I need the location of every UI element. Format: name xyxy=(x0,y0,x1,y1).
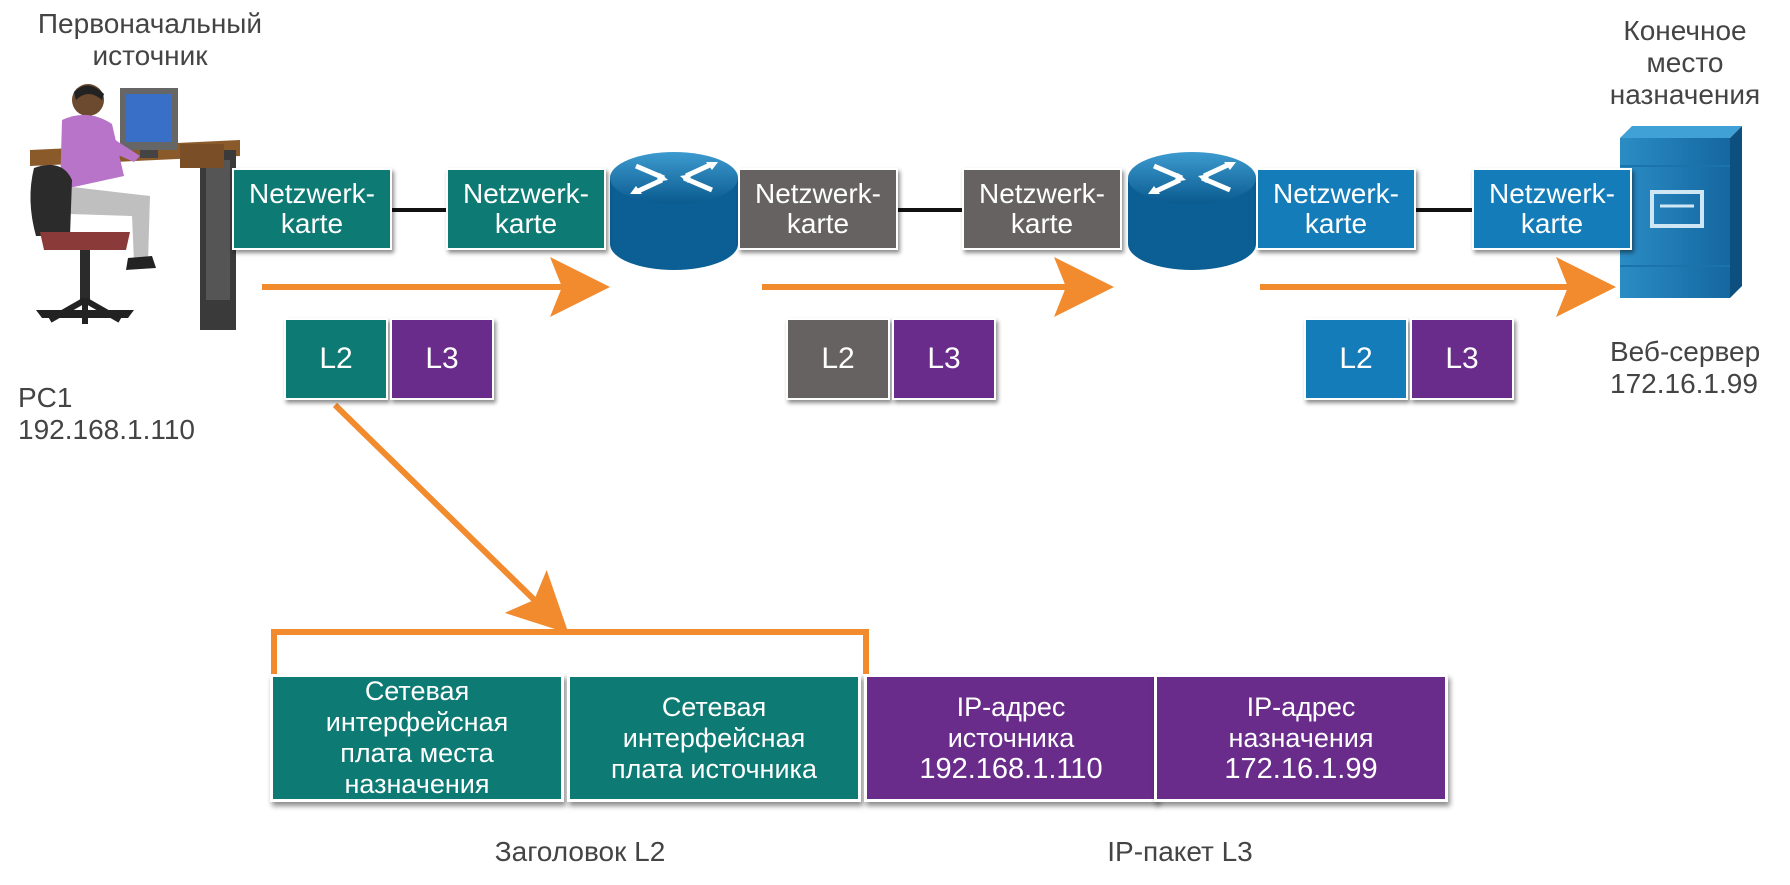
segment3-l3-tag: L3 xyxy=(1410,318,1514,400)
segment2-l3-tag: L3 xyxy=(892,318,996,400)
pc-name: PC1 xyxy=(18,382,73,413)
pc-user-icon xyxy=(30,84,240,330)
server-label: Веб-сервер 172.16.1.99 xyxy=(1610,336,1760,400)
nic-router2-in: Netzwerk-karte xyxy=(962,168,1122,250)
l2-header-bracket xyxy=(271,629,869,674)
pc-label: PC1 192.168.1.110 xyxy=(18,382,195,446)
nic-server: Netzwerk-karte xyxy=(1472,168,1632,250)
frame-source-nic: Сетевая интерфейсная плата источника xyxy=(567,674,861,802)
nic-router2-out: Netzwerk-karte xyxy=(1256,168,1416,250)
server-name: Веб-сервер xyxy=(1610,336,1761,367)
segment1-l2-tag: L2 xyxy=(284,318,388,400)
frame-dest-nic: Сетевая интерфейсная плата места назначе… xyxy=(270,674,564,802)
pc-ip: 192.168.1.110 xyxy=(18,414,195,445)
nic-pc: Netzwerk-karte xyxy=(232,168,392,250)
destination-title: Конечное место назначения xyxy=(1609,15,1761,110)
source-title: Первоначальный источник xyxy=(37,8,263,71)
server-icon xyxy=(1620,126,1742,298)
frame-dest-ip: IP-адрес назначения 172.16.1.99 xyxy=(1154,674,1448,802)
frame-source-ip: IP-адрес источника 192.168.1.110 xyxy=(864,674,1158,802)
l2-header-caption: Заголовок L2 xyxy=(494,836,666,867)
segment2-l2-tag: L2 xyxy=(786,318,890,400)
segment3-l2-tag: L2 xyxy=(1304,318,1408,400)
nic-router1-out: Netzwerk-karte xyxy=(738,168,898,250)
nic-router1-in: Netzwerk-karte xyxy=(446,168,606,250)
expand-arrow xyxy=(332,402,569,634)
segment1-l3-tag: L3 xyxy=(390,318,494,400)
server-ip: 172.16.1.99 xyxy=(1610,368,1758,399)
router-icon xyxy=(1128,152,1256,270)
l3-packet-caption: IP-пакет L3 xyxy=(1107,836,1253,867)
router-icon xyxy=(610,152,738,270)
